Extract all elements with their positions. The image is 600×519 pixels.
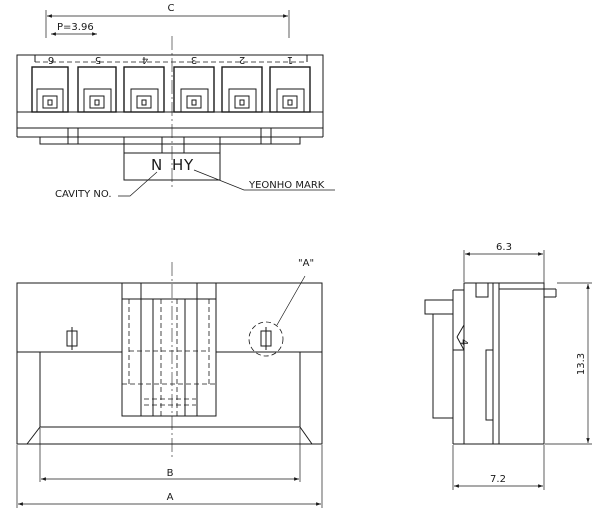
yeonho-mark-h: H [172,156,183,174]
cavity-no-leader [118,171,158,197]
top-view: C P=3.96 [16,3,335,200]
cavity-5 [221,66,263,113]
cavity-2 [77,66,117,113]
yeonho-mark-leader [193,169,335,191]
cavity-1 [31,66,69,113]
yeonho-mark-y: Y [183,156,194,174]
cavity-number-1: 1 [287,54,293,65]
pitch-label: P=3.96 [57,22,94,33]
side-view-mark: 4 [458,339,469,345]
cavity-mark-n: N [151,156,162,174]
front-view: "A" B A [16,258,323,508]
cavity-number-5: 5 [95,54,101,65]
yeonho-mark-callout: YEONHO MARK [248,180,325,191]
cavity-no-callout: CAVITY NO. [55,189,112,200]
dimension-c-label: C [168,3,175,14]
dimension-a-label: A [167,492,174,503]
dimension-width-bottom-label: 7.2 [490,474,506,485]
dimension-width-top-label: 6.3 [496,242,512,253]
cavity-number-2: 2 [239,54,245,65]
dimension-height-label: 13.3 [576,353,587,375]
cavity-number-6: 6 [48,54,54,65]
side-view: 4 6.3 7.2 13.3 [424,242,592,490]
detail-a-circle [248,321,284,357]
detail-a-leader [276,275,306,326]
cavity-number-4: 4 [142,54,148,65]
cavity-number-3: 3 [191,54,197,65]
detail-a-label: "A" [298,258,314,269]
cavity-4 [173,66,215,113]
dimension-b-label: B [167,468,174,479]
cavity-6 [269,66,311,113]
cavity-3 [123,66,165,113]
